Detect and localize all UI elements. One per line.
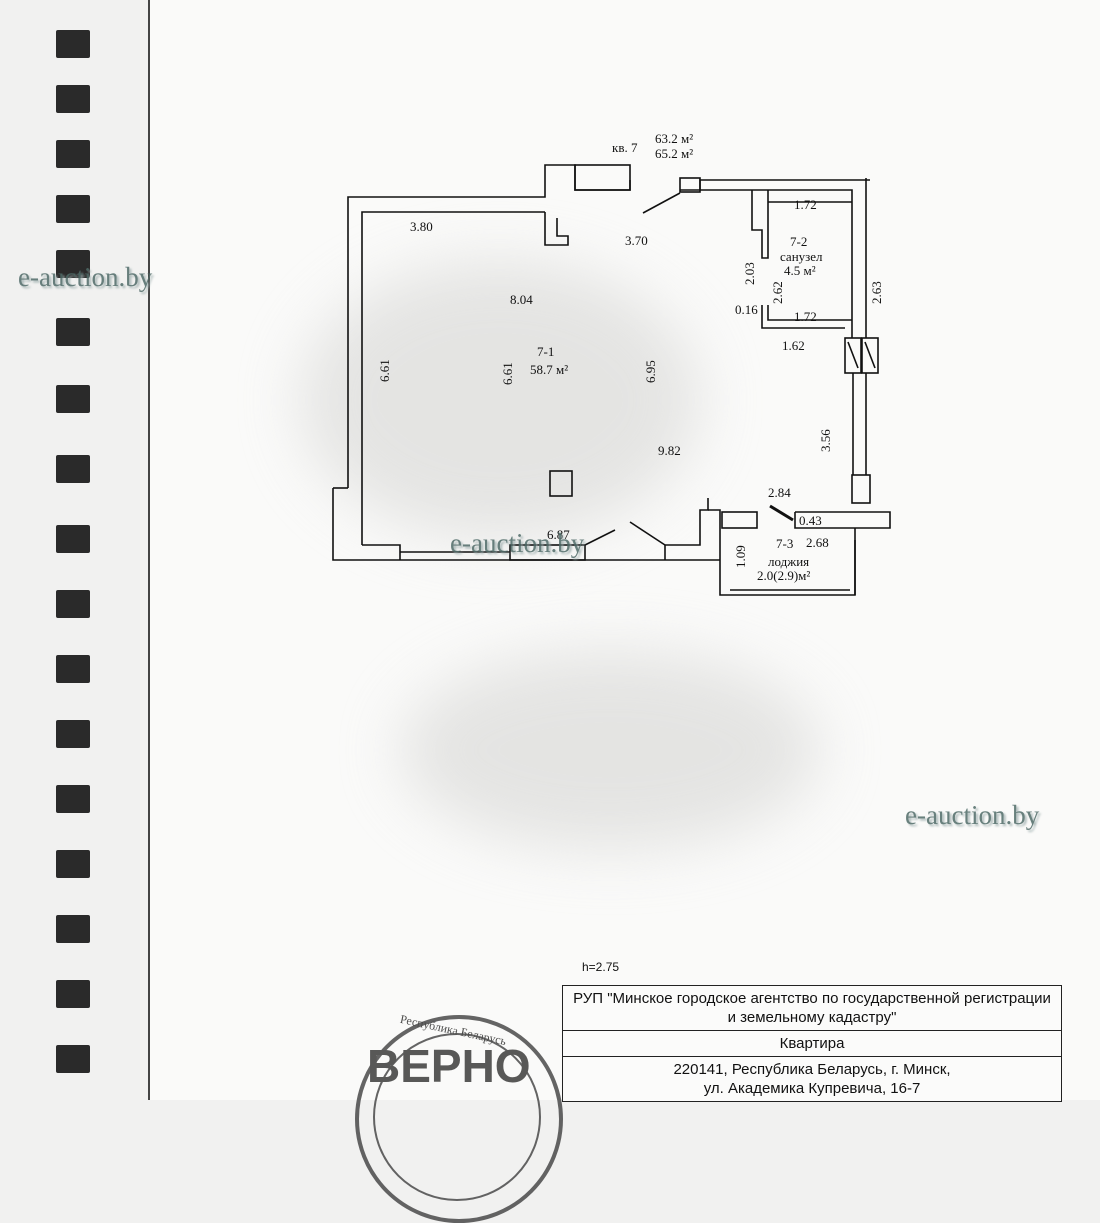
dim-label: 2.62 [770, 281, 785, 304]
room-name: лоджия [768, 554, 809, 569]
room-area: 2.0(2.9)м² [757, 568, 810, 583]
dim-label: 6.87 [547, 527, 570, 542]
ceiling-height: h=2.75 [582, 960, 620, 974]
dim-label: 0.43 [799, 513, 822, 528]
watermark: e-auction.by [18, 262, 153, 292]
dim-label: 8.04 [510, 292, 533, 307]
room-area: 4.5 м² [784, 263, 816, 278]
apartment-area-total: 65.2 м² [655, 146, 693, 161]
address-line-1: 220141, Республика Беларусь, г. Минск, [673, 1061, 951, 1078]
certification-stamp: Республика Беларусь ВЕРНО [355, 1012, 563, 1223]
floor-plan: кв. 7 63.2 м² 65.2 м² 3.80 3.70 1.72 7-2… [332, 131, 891, 596]
title-block-address: 220141, Республика Беларусь, г. Минск, у… [563, 1057, 1061, 1102]
dim-label: 6.61 [377, 359, 392, 382]
dim-label: 1.09 [733, 545, 748, 568]
dim-label: 0.16 [735, 302, 758, 317]
dim-label: 3.70 [625, 233, 648, 248]
watermark: e-auction.by [905, 800, 1040, 830]
dim-label: 3.80 [410, 219, 433, 234]
scan-shading [400, 650, 820, 850]
watermark: e-auction.by [450, 528, 585, 558]
walls [332, 164, 891, 596]
dim-label: 2.63 [869, 281, 884, 304]
dim-label: 6.95 [643, 360, 658, 383]
dim-label: 1.62 [782, 338, 805, 353]
apartment-area-living: 63.2 м² [655, 131, 693, 146]
room-id: 7-2 [790, 234, 807, 249]
title-block: РУП "Минское городское агентство по госу… [562, 985, 1062, 1102]
title-block-org: РУП "Минское городское агентство по госу… [563, 986, 1061, 1031]
dim-label: 1.72 [794, 197, 817, 212]
scan-shading [300, 260, 700, 540]
dim-label: 1.72 [794, 309, 817, 324]
dim-label: 2.68 [806, 535, 829, 550]
title-block-type: Квартира [563, 1031, 1061, 1057]
dim-label: 2.84 [768, 485, 791, 500]
plan-labels: кв. 7 63.2 м² 65.2 м² 3.80 3.70 1.72 7-2… [377, 131, 884, 583]
dim-label: 9.82 [658, 443, 681, 458]
stamp-main-text: ВЕРНО [367, 1040, 531, 1092]
room-name: санузел [780, 249, 823, 264]
apartment-label: кв. 7 [612, 140, 638, 155]
room-id: 7-3 [776, 536, 793, 551]
room-id: 7-1 [537, 344, 554, 359]
address-line-2: ул. Академика Купревича, 16-7 [703, 1080, 921, 1097]
document-page [148, 0, 1100, 1100]
dim-label: 3.56 [818, 429, 833, 452]
dim-label: 6.61 [500, 362, 515, 385]
dim-label: 2.03 [742, 262, 757, 285]
room-area: 58.7 м² [530, 362, 568, 377]
